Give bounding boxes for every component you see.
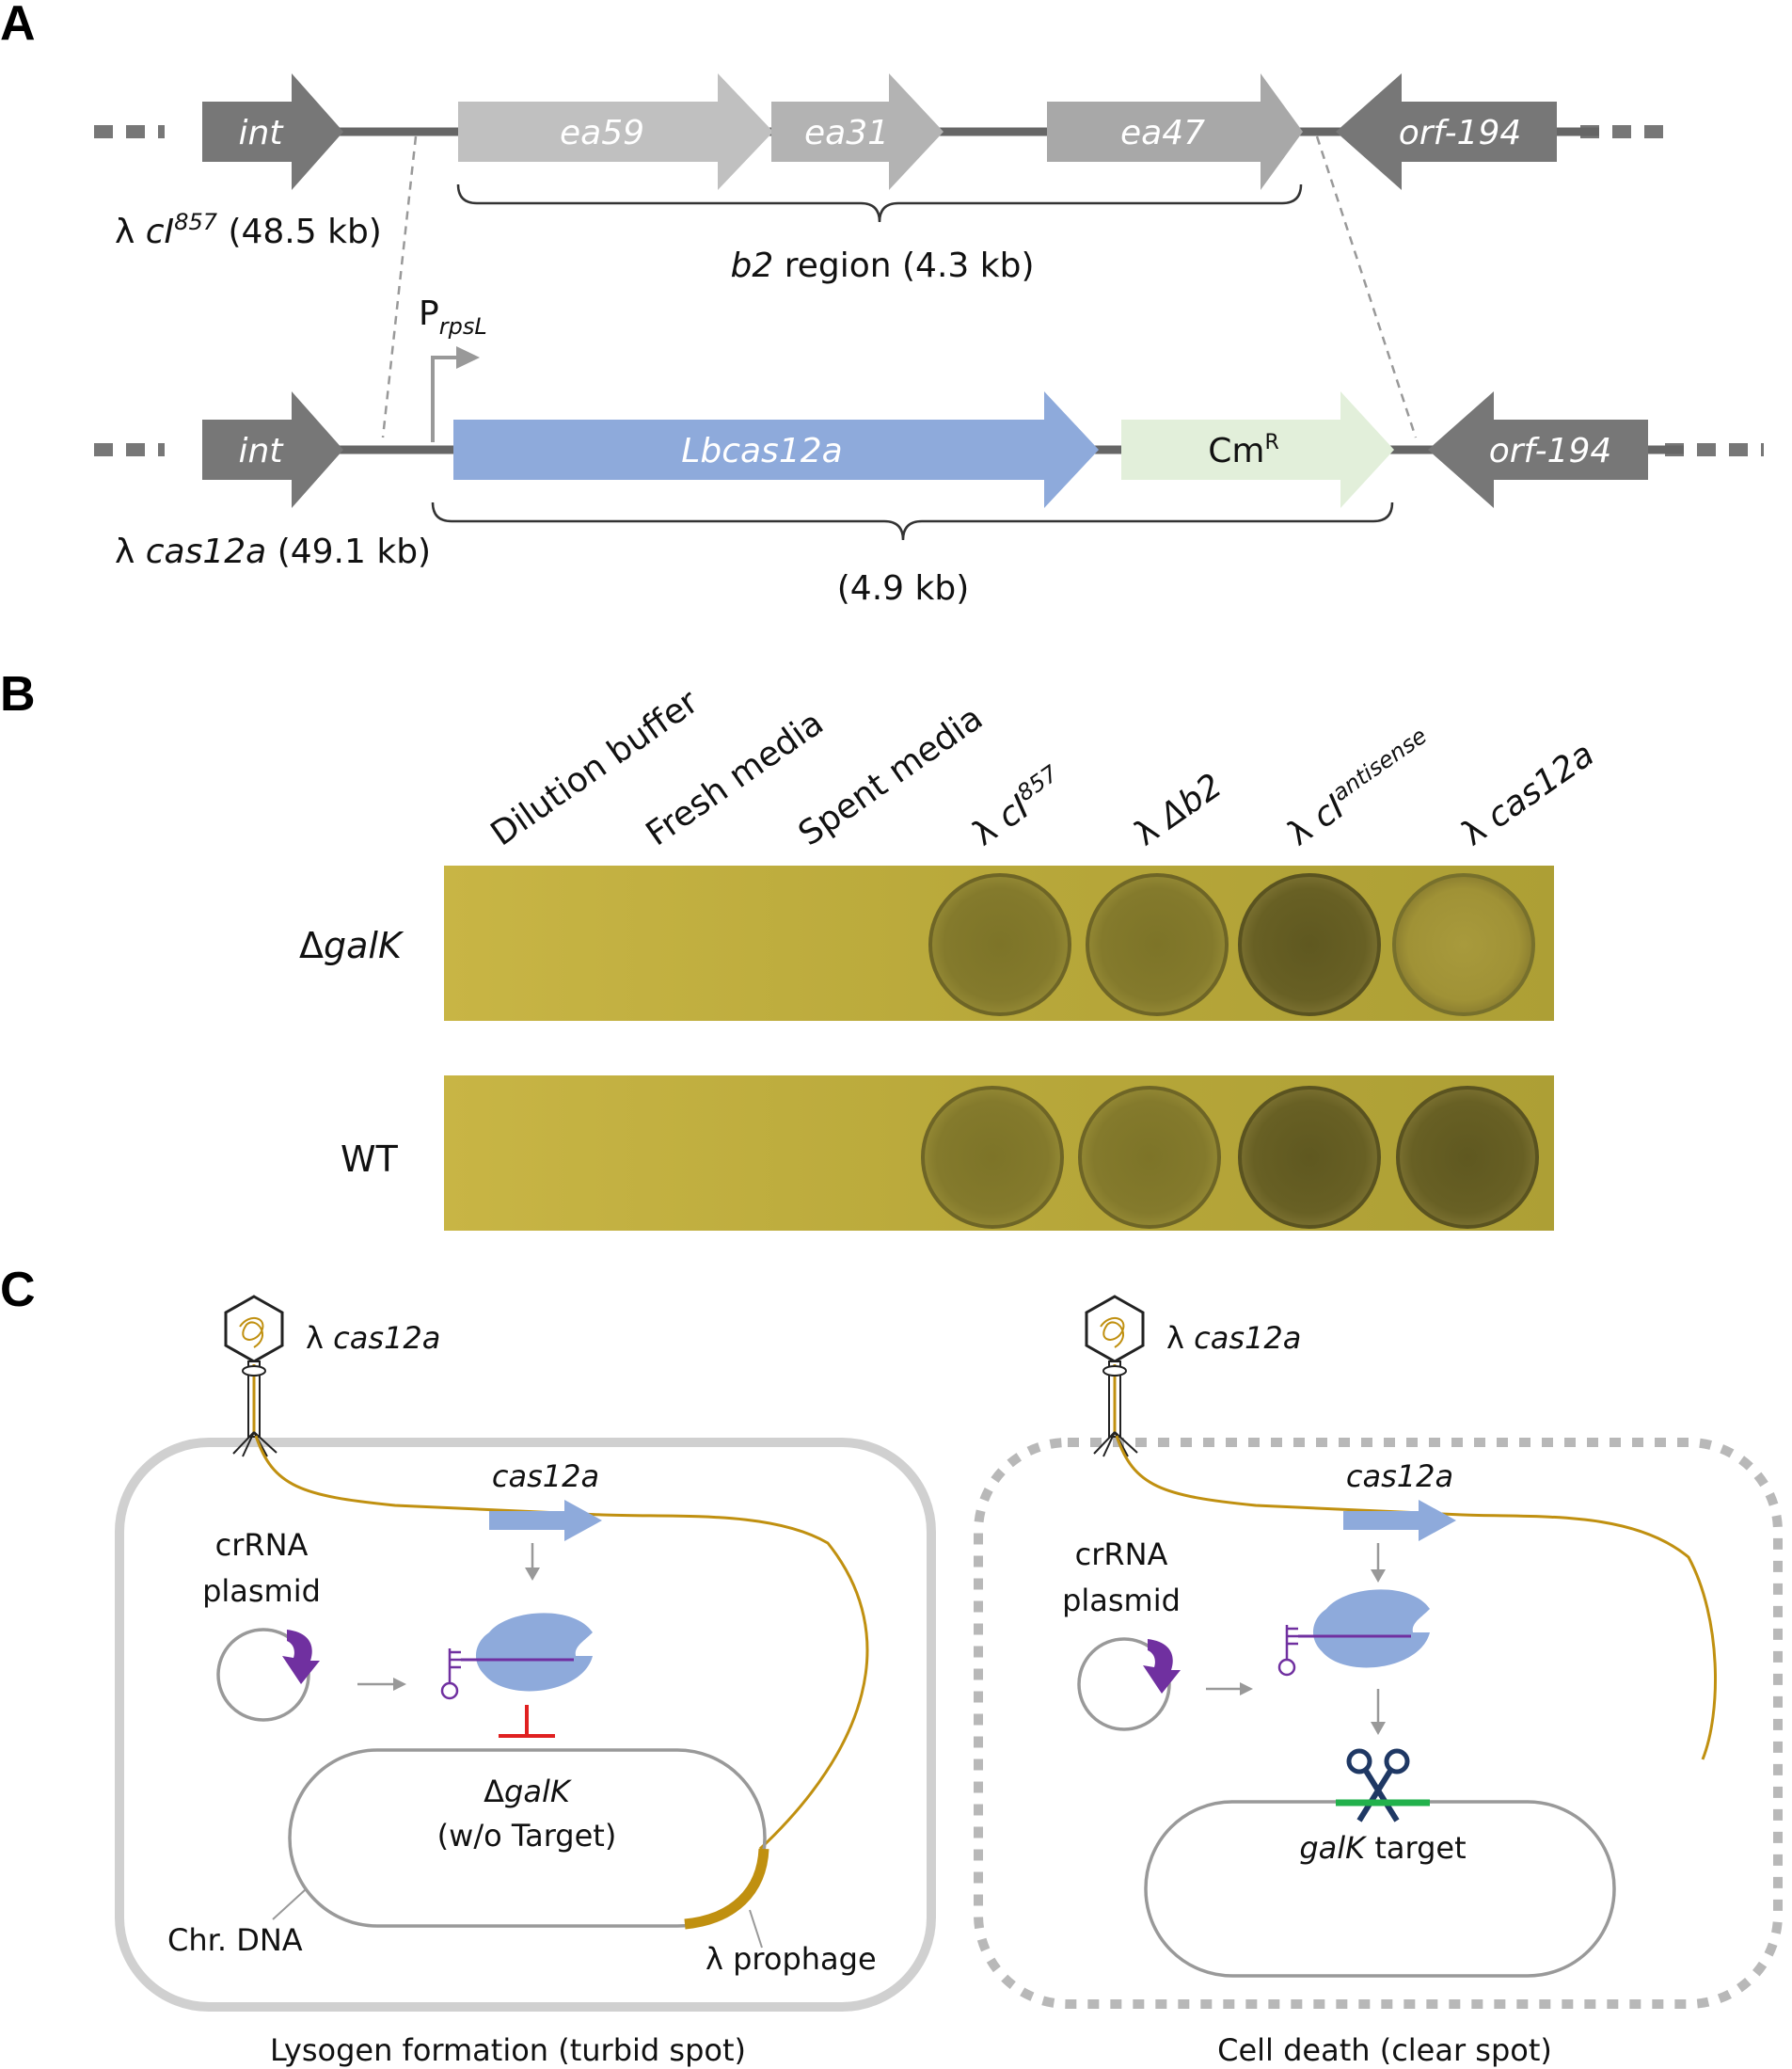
right-cell: λ cas12a cas12a crRNA plasmid xyxy=(974,1295,1783,2068)
gene-orf194-mut xyxy=(1428,391,1648,508)
panel-label-c: C xyxy=(0,1263,36,1317)
crrna-gene-left xyxy=(282,1630,320,1684)
insert-size-label: (4.9 kb) xyxy=(837,569,969,608)
promoter-rpsL xyxy=(431,346,480,442)
gene-int-wt xyxy=(202,73,343,190)
col-lambda-ci-antisense: λ cIantisense xyxy=(1278,723,1440,853)
cas12a-gene-right xyxy=(1343,1500,1456,1541)
right-caption: Cell death (clear spot) xyxy=(1217,2032,1552,2068)
gene-ea47 xyxy=(1047,73,1303,190)
gene-orf194-wt-label: orf-194 xyxy=(1399,114,1522,152)
gene-int-mut xyxy=(202,391,343,508)
guide-right xyxy=(1315,135,1418,438)
plate-row-wt xyxy=(444,1075,1554,1231)
crrna-left-label-1: crRNA xyxy=(215,1527,309,1563)
b2-bracket xyxy=(456,183,1303,223)
row-label-wt: WT xyxy=(341,1138,399,1180)
prophage-label: λ prophage xyxy=(706,1941,877,1977)
gene-ea59 xyxy=(458,73,773,190)
phage-right xyxy=(1085,1295,1145,1457)
mut-locus: int Lbcas12a orf-194 CmR xyxy=(94,391,1764,508)
col-spent-media: Spent media xyxy=(792,699,991,854)
gene-ea31 xyxy=(771,73,944,190)
cas12a-gene-right-label: cas12a xyxy=(1346,1458,1453,1494)
cas12a-complex-left xyxy=(440,1613,593,1700)
b2-region-label: b2 region (4.3 kb) xyxy=(731,247,1035,285)
col-lambda-ci857: λ cI857 xyxy=(963,760,1072,854)
chromosome-left-label-2: (w/o Target) xyxy=(437,1818,617,1854)
gene-orf194-mut-label: orf-194 xyxy=(1489,432,1612,470)
phage-left-label: λ cas12a xyxy=(306,1320,440,1356)
cas12a-gene-left-label: cas12a xyxy=(492,1458,599,1494)
panel-label-a: A xyxy=(0,0,36,51)
left-caption: Lysogen formation (turbid spot) xyxy=(270,2032,746,2068)
gene-cmr-label: CmR xyxy=(1208,431,1279,470)
gene-cmr xyxy=(1121,391,1394,508)
gene-lbcas12a-label: Lbcas12a xyxy=(681,432,842,470)
gene-ea31-label: ea31 xyxy=(804,114,889,152)
galk-target-label: galK target xyxy=(1299,1830,1466,1866)
column-headers: Dilution buffer Fresh media Spent media … xyxy=(484,682,1602,853)
spot-dgalk-ci-antisense xyxy=(1238,873,1381,1016)
gene-int-mut-label: int xyxy=(239,432,285,470)
cas12a-gene-left xyxy=(489,1500,602,1541)
cas12a-complex-right xyxy=(1277,1589,1430,1677)
spot-wt-ci857 xyxy=(921,1086,1064,1229)
spot-wt-cas12a xyxy=(1396,1086,1539,1229)
chromosome-left xyxy=(288,1748,767,1928)
phage-dna-right xyxy=(1115,1435,1718,1760)
col-lambda-db2: λ Δb2 xyxy=(1128,767,1229,854)
gene-int-wt-label: int xyxy=(239,114,285,152)
spot-dgalk-cas12a xyxy=(1392,873,1535,1016)
panel-label-b: B xyxy=(0,667,36,722)
insert-bracket xyxy=(431,501,1394,541)
guide-left xyxy=(381,135,418,438)
crrna-left-label-2: plasmid xyxy=(202,1573,321,1609)
gene-orf194-wt xyxy=(1336,73,1557,190)
phage-left xyxy=(224,1295,284,1457)
chr-dna-label: Chr. DNA xyxy=(167,1922,303,1958)
gene-ea47-label: ea47 xyxy=(1120,114,1205,152)
left-cell-membrane xyxy=(115,1438,936,2012)
mut-phage-label: λ cas12a (49.1 kb) xyxy=(115,533,431,571)
crrna-gene-right xyxy=(1143,1639,1181,1694)
crrna-right-label-2: plasmid xyxy=(1062,1583,1181,1618)
prophage-segment xyxy=(684,1848,769,1930)
crrna-right-label-1: crRNA xyxy=(1075,1536,1168,1572)
right-cell-membrane xyxy=(974,1438,1783,2009)
spot-dgalk-db2 xyxy=(1086,873,1229,1016)
scissors-icon xyxy=(1346,1748,1410,1822)
col-lambda-cas12a: λ cas12a xyxy=(1455,735,1602,853)
row-label-dgalk: ΔgalK xyxy=(299,925,404,966)
spot-dgalk-ci857 xyxy=(928,873,1071,1016)
promoter-label: PrpsL xyxy=(419,294,487,340)
chromosome-left-label-1: ΔgalK xyxy=(484,1774,573,1809)
chromosome-right xyxy=(1144,1800,1616,1978)
gene-ea59-label: ea59 xyxy=(560,114,644,152)
wt-phage-label: λ cI857 (48.5 kb) xyxy=(115,209,382,251)
left-cell: λ cas12a cas12a crRNA plasmid ΔgalK xyxy=(115,1295,936,2068)
phage-dna-left xyxy=(254,1435,869,1851)
spot-wt-ci-antisense xyxy=(1238,1086,1381,1229)
plate-row-dgalk xyxy=(444,866,1554,1021)
phage-right-label: λ cas12a xyxy=(1166,1320,1301,1356)
block-symbol xyxy=(499,1705,555,1738)
spot-wt-db2 xyxy=(1078,1086,1221,1229)
wt-locus: int ea59 ea31 ea47 orf-194 xyxy=(94,73,1665,190)
gene-lbcas12a xyxy=(453,391,1099,508)
